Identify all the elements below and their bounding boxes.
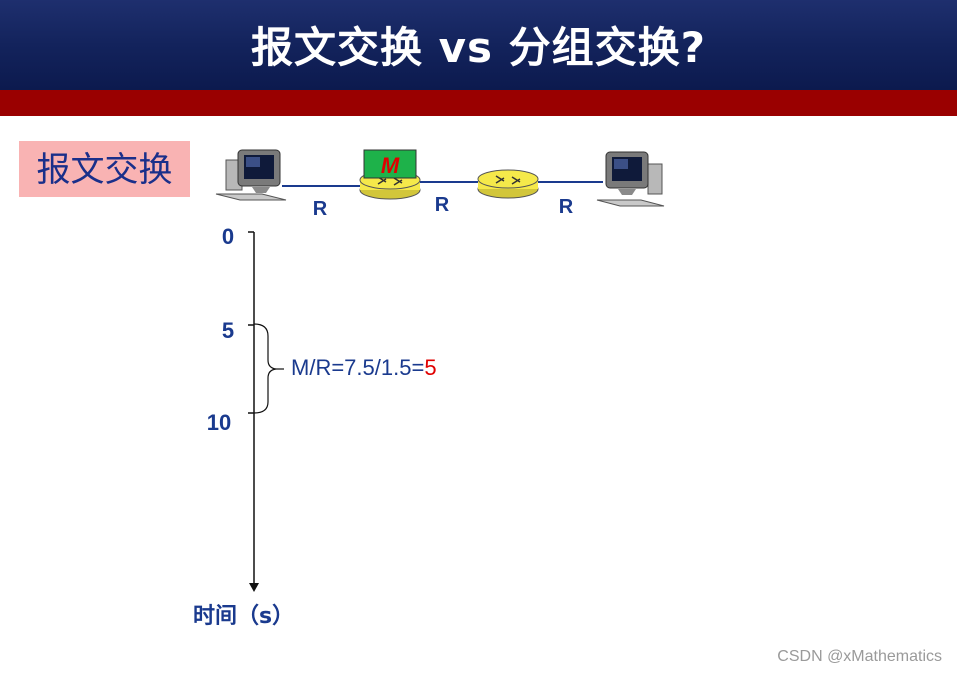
computer-icon bbox=[596, 151, 665, 207]
formula-result: 5 bbox=[424, 355, 437, 380]
time-axis-label: 时间（s） bbox=[193, 604, 295, 629]
tick-label: 0 bbox=[222, 224, 234, 249]
duration-brace bbox=[253, 323, 277, 414]
link-rate-label: R bbox=[313, 198, 328, 220]
header-accent-band bbox=[0, 90, 957, 116]
router-icon bbox=[477, 169, 539, 199]
slide-header bbox=[0, 0, 957, 90]
tick-label: 5 bbox=[222, 318, 234, 343]
computer-icon bbox=[215, 149, 287, 201]
message-packet bbox=[363, 149, 417, 179]
message-label: M bbox=[381, 153, 400, 178]
watermark: CSDN @xMathematics bbox=[777, 648, 942, 665]
slide-title: 报文交换 vs 分组交换? bbox=[251, 23, 706, 72]
link-rate-label: R bbox=[559, 196, 574, 218]
formula-text: M/R=7.5/1.5= bbox=[291, 355, 425, 380]
time-axis-arrow bbox=[249, 583, 259, 592]
section-label: 报文交换 bbox=[19, 141, 190, 197]
tick-label: 10 bbox=[207, 410, 231, 435]
link-rate-label: R bbox=[435, 194, 450, 216]
transmission-formula: M/R=7.5/1.5=5 bbox=[291, 355, 437, 381]
